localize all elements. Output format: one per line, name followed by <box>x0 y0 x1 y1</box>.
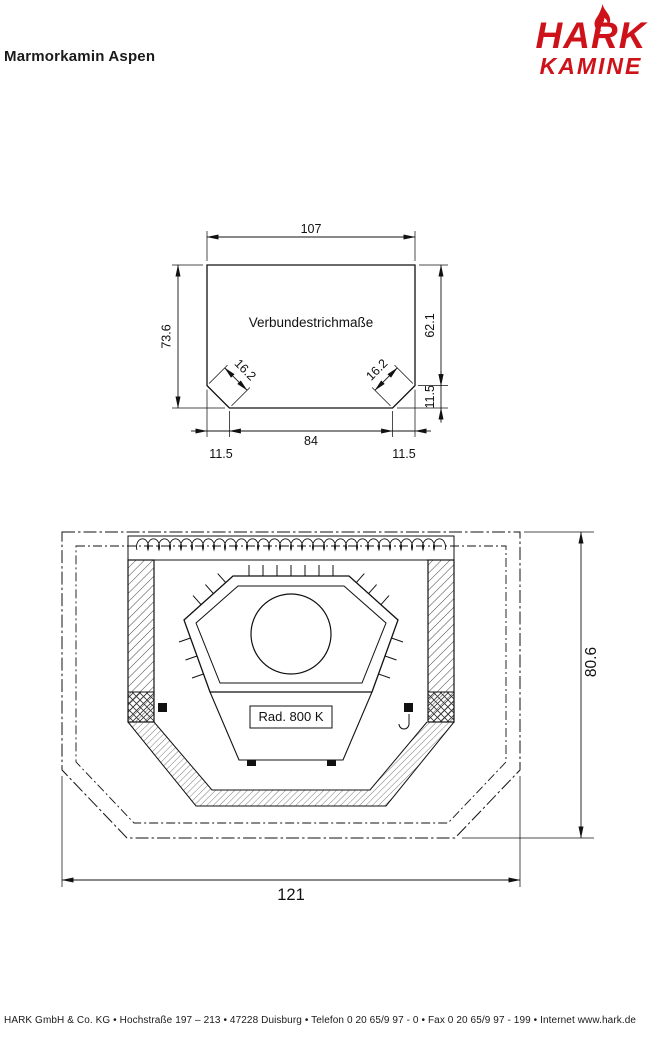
dim-screed-right-chamfer-height: 11.5 <box>423 385 437 408</box>
dim-screed-left-height: 73.6 <box>160 324 174 348</box>
flame-shape <box>594 4 611 32</box>
plan-diagram: Rad. 800 K 80.6 121 <box>61 531 600 904</box>
plan-inner-boundary <box>75 545 507 824</box>
hearth-band-hatch <box>128 722 454 806</box>
firebox-inner <box>195 585 387 684</box>
firebox-floor-outline <box>209 691 373 761</box>
hearth-band-inner <box>153 721 428 791</box>
dim-screed-bottom-width: 84 <box>304 434 318 448</box>
firebox-tick-marks <box>178 565 404 679</box>
screed-diagram: Verbundestrichmaße <box>160 222 448 461</box>
screed-dimension-lines <box>175 234 444 434</box>
plan-wall-right-base <box>427 691 455 723</box>
lever-hook <box>398 714 410 730</box>
dim-screed-bottom-right: 11.5 <box>392 447 415 461</box>
flue-circle <box>250 593 332 675</box>
radius-label: Rad. 800 K <box>258 709 323 724</box>
page-title: Marmorkamin Aspen <box>4 48 156 65</box>
dim-screed-bottom-left: 11.5 <box>209 447 232 461</box>
plan-outer-boundary <box>61 531 521 839</box>
firebox-foot-right <box>327 760 336 766</box>
logo-word-hark: HARK <box>535 15 647 56</box>
plan-top-band <box>127 535 455 561</box>
screed-outline <box>206 264 416 409</box>
screed-extension-lines <box>172 231 448 437</box>
anchor-block-right <box>404 703 413 712</box>
dim-plan-width: 121 <box>277 886 305 904</box>
footer-address: HARK GmbH & Co. KG • Hochstraße 197 – 21… <box>4 1015 637 1026</box>
dim-plan-height: 80.6 <box>583 647 600 677</box>
firebox-foot-left <box>247 760 256 766</box>
flame-icon <box>594 4 611 32</box>
anchor-block-left <box>158 703 167 712</box>
radius-label-box <box>249 705 333 729</box>
logo-word-kamine: KAMINE <box>539 53 643 79</box>
screed-label: Verbundestrichmaße <box>249 315 374 330</box>
plan-wall-left-base <box>127 691 155 723</box>
hearth-band-outer <box>127 721 455 807</box>
dim-screed-right-height: 62.1 <box>423 313 437 337</box>
hark-logo: HARK KAMINE <box>530 4 652 78</box>
dim-screed-top-width: 107 <box>301 222 322 236</box>
insulation-coil-pattern <box>136 538 446 552</box>
